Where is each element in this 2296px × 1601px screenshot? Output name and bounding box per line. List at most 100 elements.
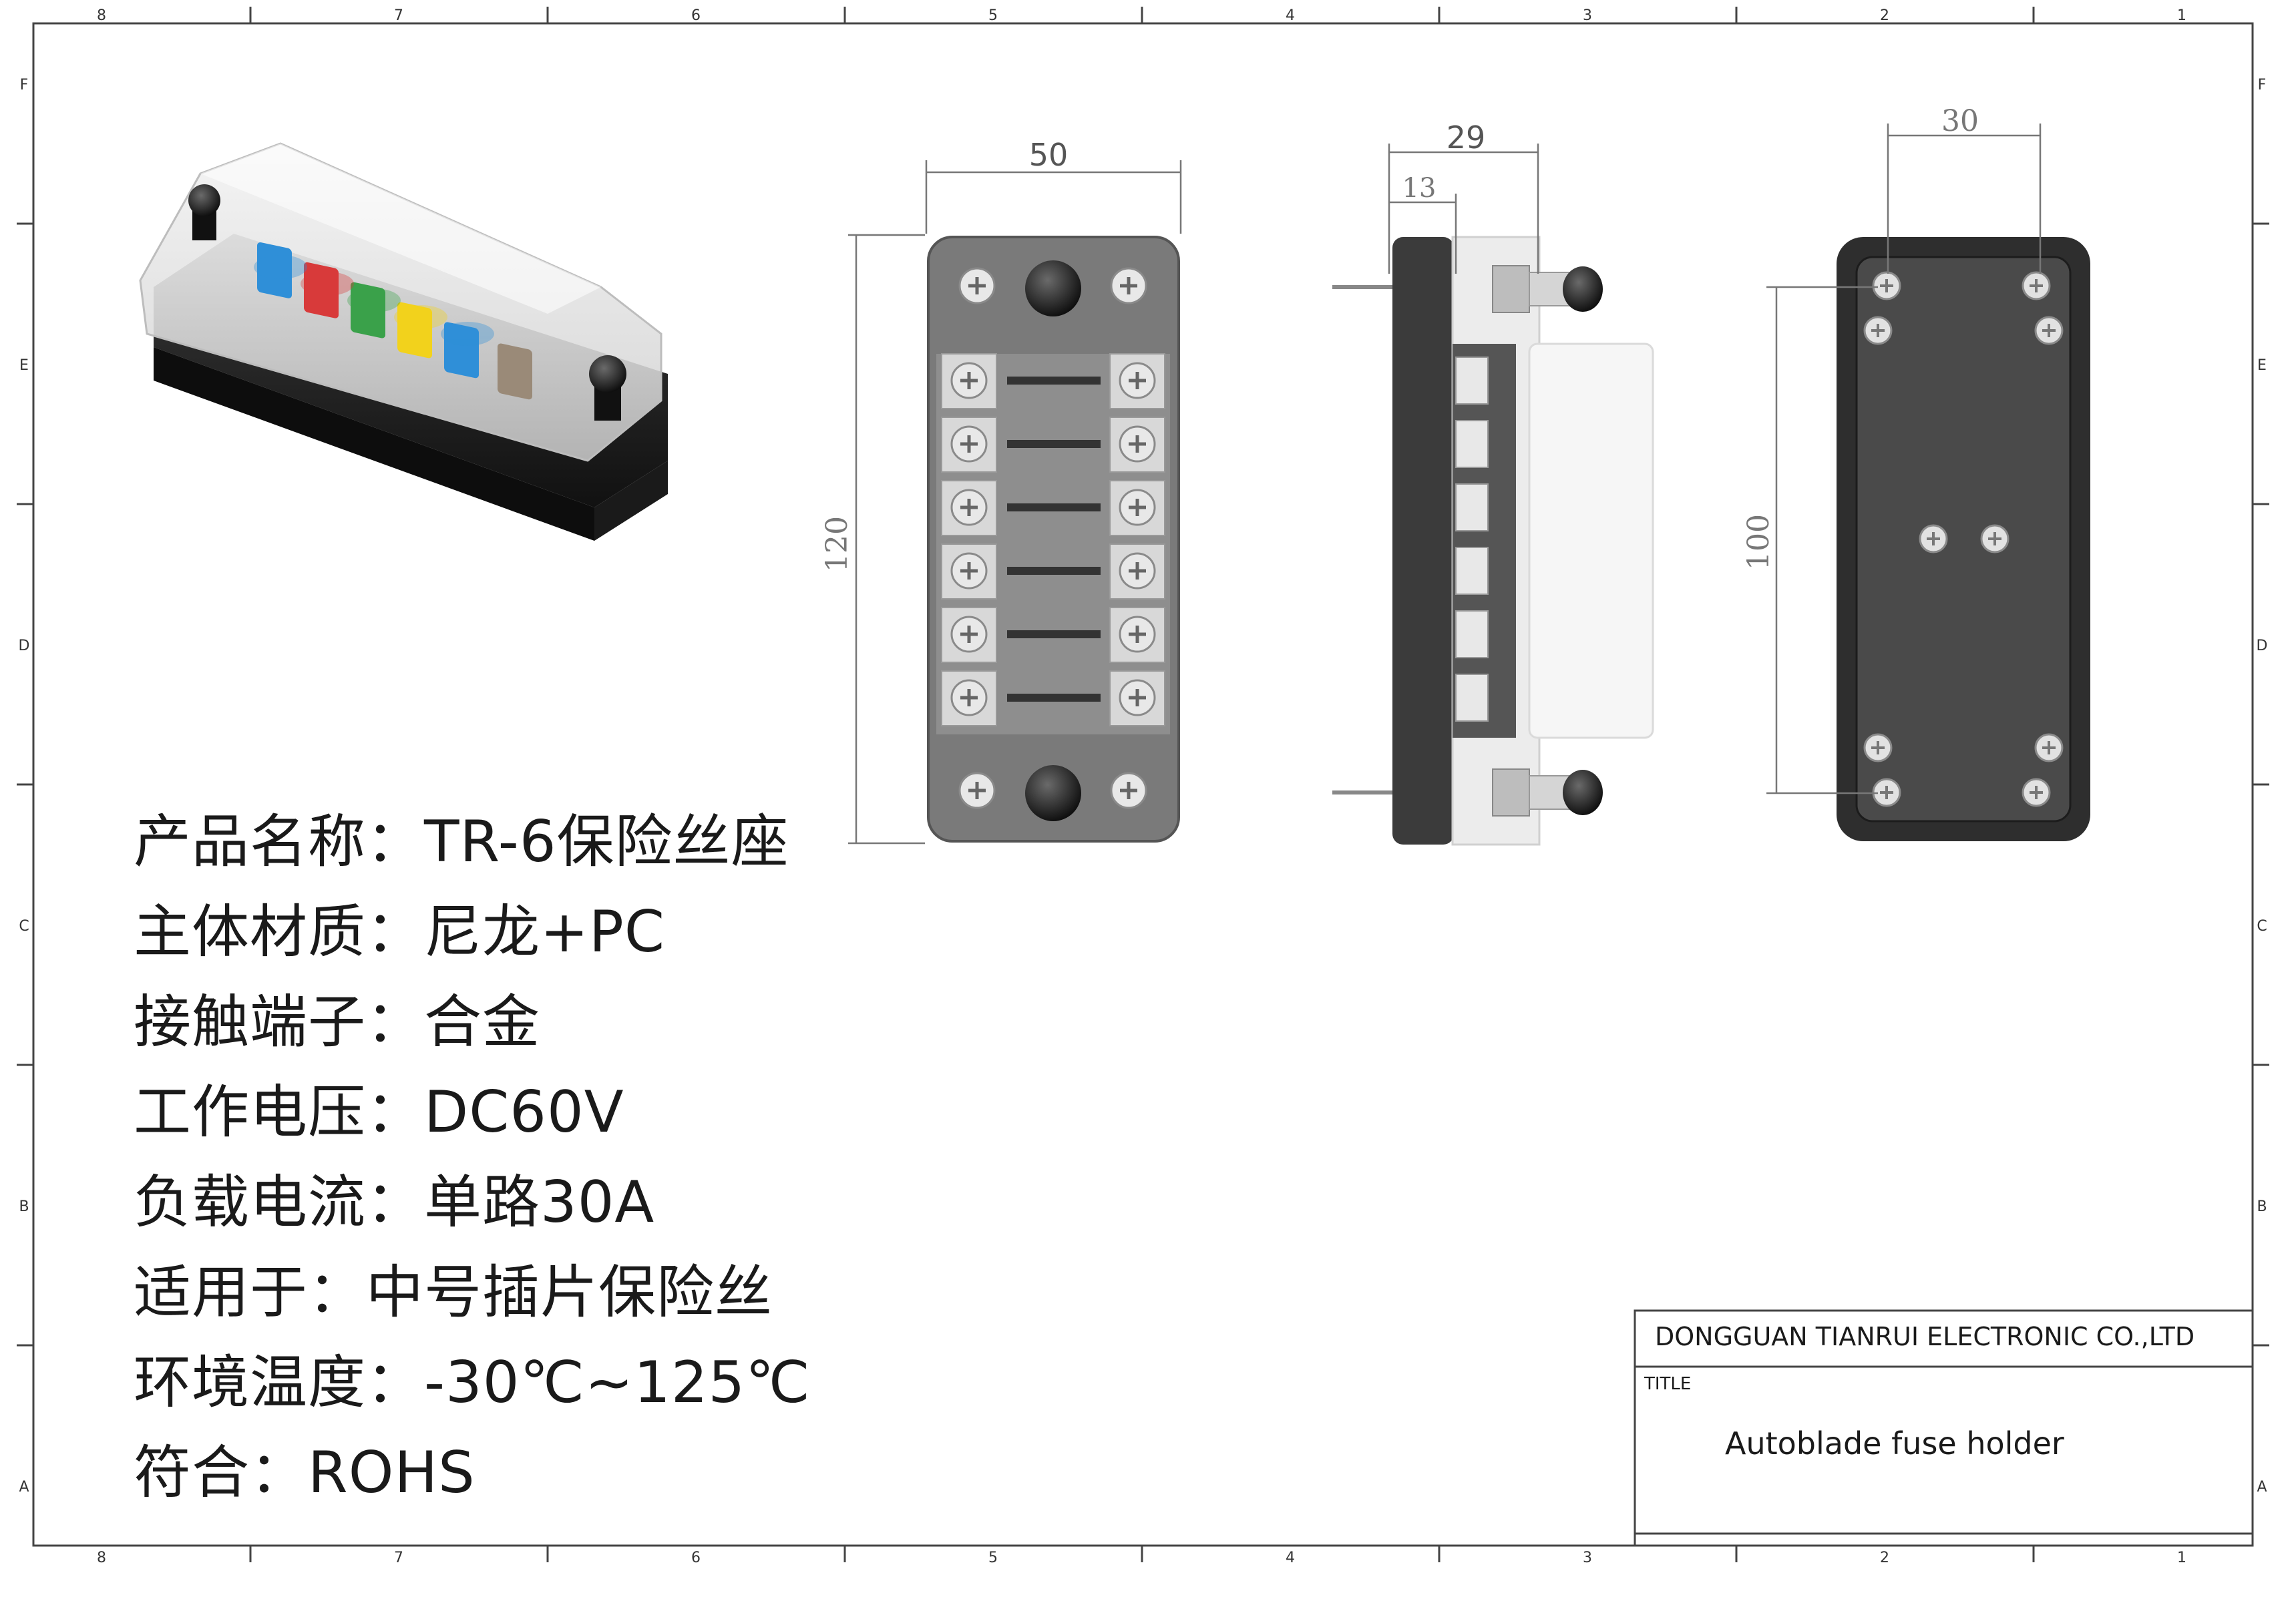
- spec-label: 工作电压: [134, 1079, 366, 1146]
- drawing-title: Autoblade fuse holder: [1725, 1425, 2064, 1461]
- side-dimensions: [1388, 144, 1539, 274]
- spec-separator: ：: [308, 1259, 366, 1326]
- col-label-top: 5: [988, 7, 998, 24]
- col-label-bottom: 3: [1583, 1550, 1592, 1566]
- base-edge: [154, 347, 594, 541]
- terminal-row: [941, 670, 1165, 726]
- row-label-right: D: [2257, 638, 2268, 654]
- front-view: 50 120: [820, 137, 1182, 845]
- back-view: 30 100: [1742, 104, 2090, 841]
- spec-voltage: 工作电压：DC60V: [134, 1084, 624, 1141]
- fuse-blue: [257, 242, 292, 298]
- back-screw-icon: [1863, 733, 1893, 762]
- dim-side-offset: 13: [1402, 173, 1437, 204]
- terminal-nut-right: [589, 355, 626, 421]
- terminal-row: [941, 480, 1165, 536]
- row-label-left: C: [19, 918, 29, 935]
- front-screw-icon: [1111, 773, 1146, 808]
- row-label-right: E: [2257, 357, 2267, 374]
- back-screw-icon: [1919, 524, 1948, 553]
- dim-side-width: 29: [1447, 120, 1486, 156]
- fuse-brown: [498, 343, 532, 400]
- row-label-left: A: [19, 1479, 29, 1496]
- spec-separator: ：: [366, 989, 424, 1056]
- side-terminal-stack: [1453, 344, 1516, 738]
- terminal-nut-left: [188, 184, 220, 240]
- fuse-blue-2: [444, 322, 479, 379]
- company-name: DONGGUAN TIANRUI ELECTRONIC CO.,LTD: [1655, 1322, 2195, 1351]
- mount-hole-icon: [2022, 778, 2051, 807]
- spec-product-name: 产品名称：TR-6保险丝座: [134, 813, 789, 871]
- col-label-top: 1: [2177, 7, 2186, 24]
- column-labels: 8 7 6 5 4 3 2 1 8 7 6 5 4 3 2 1: [97, 7, 2186, 1566]
- terminal-row: [941, 353, 1165, 409]
- row-label-left: F: [20, 77, 29, 93]
- spec-value: ROHS: [308, 1439, 475, 1506]
- row-labels: F E D C B A F E D C B A: [19, 77, 2268, 1496]
- col-label-top: 6: [691, 7, 701, 24]
- spec-compliance: 符合：ROHS: [134, 1444, 475, 1502]
- back-screw-icon: [1863, 316, 1893, 345]
- front-screw-icon: [1111, 268, 1146, 303]
- col-label-top: 8: [97, 7, 106, 24]
- spec-value: -30℃~125℃: [424, 1349, 811, 1416]
- spec-value: 尼龙+PC: [424, 899, 665, 965]
- col-label-bottom: 8: [97, 1550, 106, 1566]
- spec-value: 中号插片保险丝: [366, 1259, 773, 1326]
- side-stud-bottom: [1332, 768, 1603, 817]
- col-label-bottom: 6: [691, 1550, 701, 1566]
- side-view: 29 13: [1332, 120, 1654, 846]
- column-ticks: [249, 7, 2035, 1562]
- spec-applicable: 适用于：中号插片保险丝: [134, 1264, 773, 1321]
- spec-separator: ：: [250, 1439, 308, 1506]
- row-label-right: B: [2257, 1198, 2267, 1215]
- back-screw-icon: [2034, 733, 2064, 762]
- col-label-bottom: 5: [988, 1550, 998, 1566]
- spec-contact-terminal: 接触端子：合金: [134, 993, 540, 1051]
- spec-label: 环境温度: [134, 1349, 366, 1416]
- title-block: [1634, 1309, 2254, 1547]
- col-label-top: 4: [1286, 7, 1295, 24]
- front-top-nut: [1025, 260, 1081, 316]
- col-label-bottom: 1: [2177, 1550, 2186, 1566]
- spec-material: 主体材质：尼龙+PC: [134, 903, 665, 961]
- col-label-top: 2: [1880, 7, 1889, 24]
- dim-front-height: 120: [820, 516, 854, 572]
- col-label-bottom: 4: [1286, 1550, 1295, 1566]
- dim-front-width: 50: [1029, 137, 1069, 173]
- spec-label: 适用于: [134, 1259, 308, 1326]
- side-cover-dome: [1528, 342, 1654, 739]
- back-screw-icon: [1980, 524, 2010, 553]
- spec-value: TR-6保险丝座: [424, 809, 789, 875]
- front-terminal-rows: [941, 353, 1165, 726]
- product-photo: [139, 142, 668, 541]
- terminal-row: [941, 607, 1165, 663]
- spec-current: 负载电流：单路30A: [134, 1174, 654, 1231]
- front-dimensions: [848, 160, 1182, 845]
- front-bottom-nut: [1025, 765, 1081, 821]
- front-screw-icon: [960, 268, 994, 303]
- front-screw-icon: [960, 773, 994, 808]
- col-label-bottom: 7: [394, 1550, 403, 1566]
- spec-separator: ：: [366, 1349, 424, 1416]
- dim-back-spacing-x: 30: [1941, 104, 1979, 138]
- row-label-left: B: [19, 1198, 29, 1215]
- spec-label: 主体材质: [134, 899, 366, 965]
- col-label-top: 7: [394, 7, 403, 24]
- fuse-glow: [254, 255, 494, 346]
- terminal-row: [941, 543, 1165, 600]
- spec-label: 产品名称: [134, 809, 366, 875]
- fuse-yellow: [397, 302, 432, 359]
- dim-back-spacing-y: 100: [1742, 514, 1776, 570]
- side-stud-top: [1332, 265, 1603, 313]
- cover-top-highlight: [200, 144, 601, 314]
- back-dimensions: [1766, 124, 2042, 794]
- spec-value: DC60V: [424, 1079, 624, 1146]
- title-label: TITLE: [1644, 1374, 1692, 1394]
- back-screw-icon: [2034, 316, 2064, 345]
- spec-separator: ：: [366, 899, 424, 965]
- fuse-row: [257, 242, 532, 400]
- side-terminals: [1455, 357, 1489, 722]
- side-base: [1392, 237, 1454, 845]
